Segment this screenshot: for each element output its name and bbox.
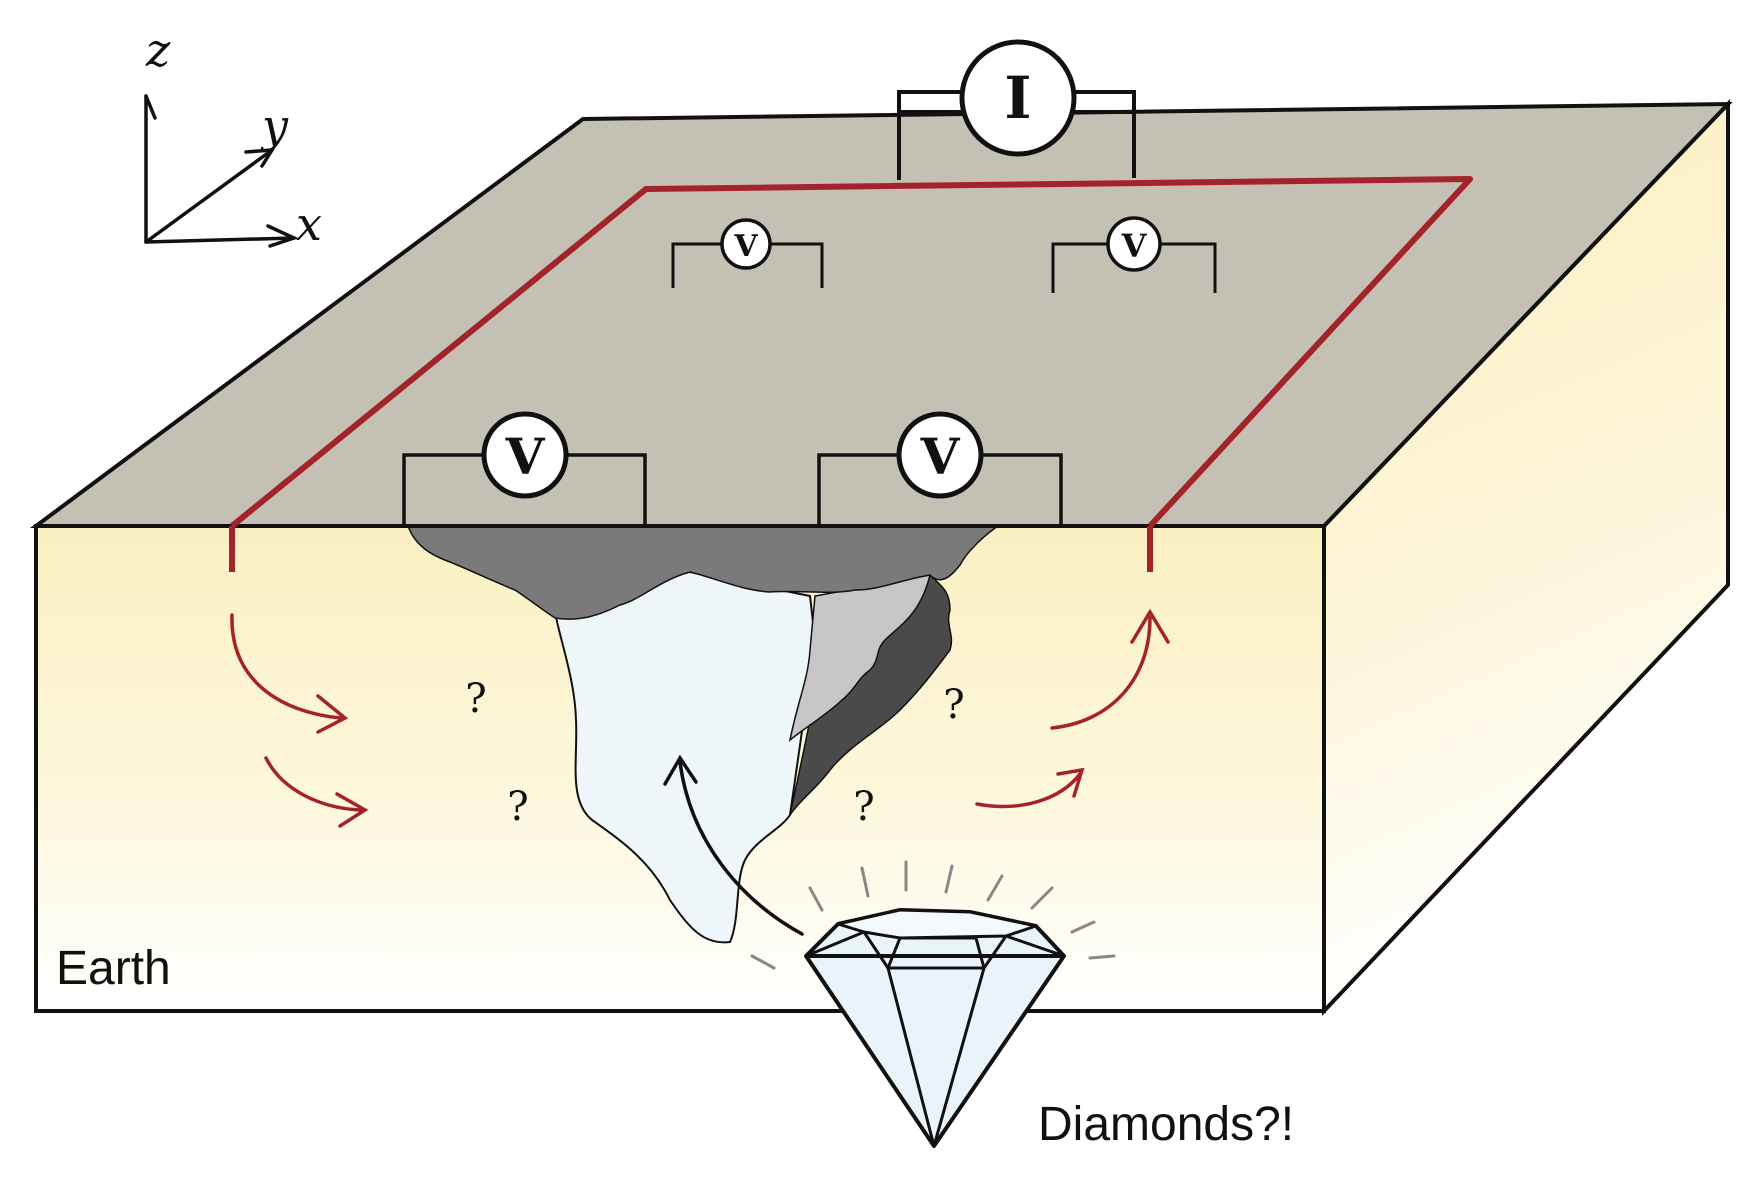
flow-arrow-right-lower-head	[1056, 767, 1085, 798]
question-mark-3: ?	[943, 682, 964, 728]
current-wire	[230, 176, 1473, 529]
flow-arrow-right-upper-head	[1130, 608, 1170, 644]
question-mark-1: ?	[465, 676, 486, 722]
y-axis-label: y	[260, 99, 289, 153]
current-flow-arrows	[230, 608, 1170, 828]
voltmeter-front-left-circle	[481, 411, 569, 499]
sparkle-ray-6	[986, 874, 1004, 902]
current-meter-lead-inner-right	[1062, 110, 1136, 178]
voltmeter-front-right-symbol: V	[920, 427, 961, 486]
flow-arrow-right-lower	[975, 772, 1082, 809]
x-axis-arrowhead	[266, 224, 299, 248]
diamond-crown-facets	[805, 930, 1065, 970]
voltmeter-back-right-symbol: V	[1121, 227, 1148, 265]
flow-arrow-left-upper-head	[316, 694, 349, 734]
voltmeter-back-left-circle	[720, 218, 772, 270]
earth-label: Earth	[56, 942, 171, 995]
voltmeter-front-right: V	[817, 411, 1063, 526]
voltmeter-back-right: V	[1051, 216, 1217, 293]
z-axis-label: z	[145, 23, 171, 77]
earth-block	[29, 99, 1733, 1017]
diamond-pavilion-facet-2	[932, 967, 986, 1147]
flow-arrow-left-upper	[230, 613, 342, 720]
sparkle-ray-1	[750, 954, 776, 970]
flow-arrow-left-lower-head	[335, 792, 369, 828]
x-axis-label: x	[296, 197, 322, 251]
y-axis-line	[144, 148, 274, 244]
diamond-body	[804, 908, 1066, 1148]
light-rock-wedge	[788, 574, 932, 742]
diamond-label: Diamonds?!	[1038, 1098, 1294, 1151]
rock-formation	[406, 524, 1001, 944]
flow-arrow-left-lower	[264, 756, 362, 812]
sparkle-ray-9	[1088, 954, 1116, 960]
voltmeter-front-left: V	[402, 411, 647, 526]
sparkle-ray-3	[860, 866, 870, 898]
z-axis-arrowhead	[144, 94, 157, 120]
ascent-arrow-curve	[678, 760, 804, 936]
voltmeter-back-left-symbol: V	[733, 229, 758, 264]
current-meter-symbol: I	[1004, 64, 1031, 132]
diamond-sparkle	[750, 860, 1116, 970]
question-mark-4: ?	[853, 784, 874, 830]
sparkle-ray-5	[944, 864, 954, 894]
current-meter: I	[897, 39, 1136, 180]
voltmeter-front-left-symbol: V	[505, 427, 546, 486]
flow-arrow-right-upper	[1050, 616, 1152, 730]
diamond-icon	[804, 908, 1066, 1148]
sparkle-ray-2	[808, 886, 824, 912]
current-wire-loop	[229, 176, 1473, 572]
kimberlite-pipe	[553, 570, 817, 944]
x-axis-line	[144, 236, 296, 244]
current-meter-lead-inner	[897, 110, 972, 180]
current-meter-circle	[959, 39, 1077, 157]
diamond-pavilion-facet-1	[886, 967, 936, 1147]
weathered-rock-cap	[406, 525, 1001, 620]
question-mark-2: ?	[507, 784, 528, 830]
sparkle-ray-8	[1070, 920, 1096, 934]
voltmeter-back-right-circle	[1106, 216, 1162, 272]
voltmeter-front-right-circle	[896, 411, 984, 499]
diamond-table	[836, 908, 1038, 940]
y-axis-arrowhead	[244, 147, 276, 168]
axes-indicator	[144, 94, 299, 248]
ascent-arrow	[663, 754, 804, 936]
sparkle-ray-7	[1030, 886, 1054, 910]
ascent-arrow-head	[663, 754, 698, 786]
voltmeter-back-left: V	[671, 218, 824, 288]
